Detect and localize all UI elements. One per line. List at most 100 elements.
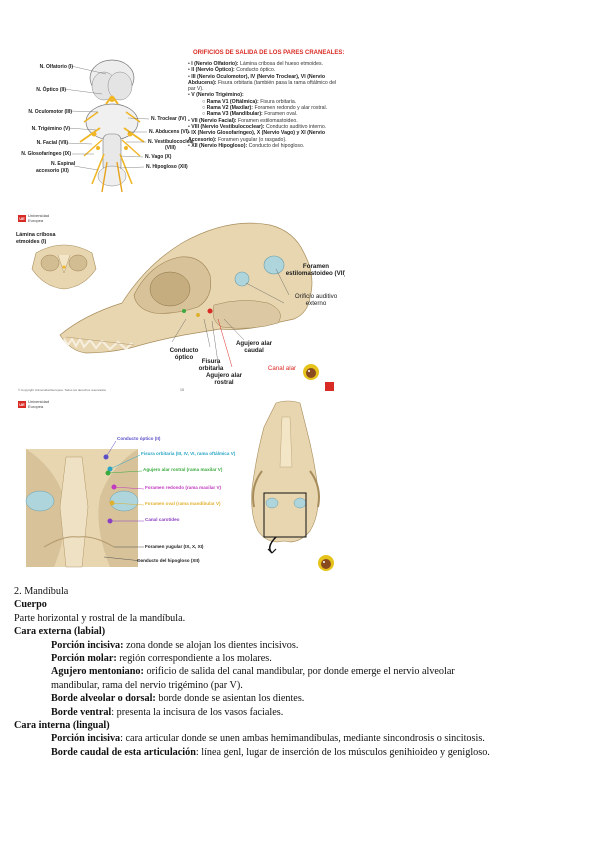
label-n-glosofaringeo: N. Glosofaríngeo (IX)	[21, 151, 71, 157]
foramen-description: Foramen estilomastoideo.	[236, 117, 298, 124]
label-orificio-auditivo: Orificio auditivo externo	[294, 293, 338, 307]
label-conducto-hipogloso: Conducto del hipogloso (XII)	[137, 558, 200, 563]
cranial-foramina-item: ○ Rama V3 (Mandibular): Foramen oval.	[188, 111, 343, 117]
definition-text: : cara articular donde se unen ambas hem…	[120, 733, 485, 745]
circle-bullet-icon: ○	[202, 111, 207, 118]
disc-bullet-icon: •	[188, 130, 192, 137]
cranial-foramina-item: • II (Nervio Óptico): Conducto óptico.	[188, 67, 343, 73]
label-fisura-orbitaria-detail: Fisura orbitaria (III, IV, VI, rama oftá…	[141, 451, 236, 456]
dog-head-icon	[303, 364, 319, 380]
nerve-name: VIII (Nervio Vestibulococlear):	[191, 123, 265, 130]
definition-term: Porción incisiva:	[51, 639, 124, 651]
cranial-foramina-item: ○ Rama V2 (Maxilar): Foramen redondo y a…	[188, 105, 343, 111]
cara-externa-list: Porción incisiva: zona donde se alojan l…	[14, 639, 589, 719]
label-agujero-alar-rostral-detail: Agujero alar rostral (rama maxilar V)	[143, 467, 223, 472]
nerve-name: III (Nervio Oculomotor), IV (Nervio Troc…	[188, 73, 326, 86]
definition-text: región correspondiente a los molares.	[116, 653, 272, 665]
foramen-description: Conducto del hipogloso.	[247, 142, 305, 149]
cranial-foramina-item: • VIII (Nervio Vestibulococlear): Conduc…	[188, 124, 343, 130]
disc-bullet-icon: •	[188, 92, 192, 99]
foramen-description: Foramen oval.	[262, 111, 298, 118]
nerve-name: V (Nervio Trigémino):	[191, 92, 244, 99]
label-n-oculomotor: N. Oculomotor (III)	[28, 109, 72, 115]
foramen-description: Fisura orbitaria (también pasa la rama o…	[188, 79, 337, 93]
label-n-optico: N. Óptico (II)	[36, 87, 66, 93]
definition-term: Borde ventral	[51, 706, 112, 718]
cranial-foramina-item: • I (Nervio Olfatorio): Lámina cribosa d…	[188, 61, 343, 67]
cara-interna-list: Porción incisiva: cara articular donde s…	[14, 732, 589, 759]
nerve-name: I (Nervio Olfatorio):	[191, 61, 239, 67]
definition-text: : presenta la incisura de los vasos faci…	[111, 706, 284, 718]
nerve-name: II (Nervio Óptico):	[191, 67, 235, 74]
nerve-name: Rama V1 (Oftálmica):	[206, 98, 259, 105]
disc-bullet-icon: •	[188, 73, 192, 80]
cranial-foramina-item: • III (Nervio Oculomotor), IV (Nervio Tr…	[188, 74, 343, 93]
figure-skull-lateral: UE Universidad Europea	[14, 207, 345, 397]
label-n-troclear: N. Troclear (IV)	[151, 116, 187, 122]
label-agujero-alar-rostral: Agujero alar rostral	[205, 372, 243, 386]
ue-logo-mark: UE	[18, 215, 26, 222]
foramen-description: Foramen redondo y alar rostral.	[253, 105, 328, 112]
label-foramen-estilomastoideo: Foramen estilomastoideo (VII)	[285, 263, 345, 277]
circle-bullet-icon: ○	[202, 98, 207, 105]
disc-bullet-icon: •	[188, 123, 192, 130]
disc-bullet-icon: •	[188, 117, 192, 124]
label-n-trigemino: N. Trigémino (V)	[31, 126, 70, 132]
definition-text: orificio de salida del canal mandibular,…	[143, 666, 455, 678]
brain-ventral-illustration	[63, 59, 150, 193]
definition-term: Borde caudal de esta articulación	[51, 746, 196, 758]
nerve-name: Rama V2 (Maxilar):	[206, 105, 253, 112]
definition-text: borde donde se asientan los dientes.	[155, 693, 305, 705]
definition-item: Borde ventral: presenta la incisura de l…	[14, 706, 589, 719]
cranial-foramina-list: • I (Nervio Olfatorio): Lámina cribosa d…	[188, 61, 343, 149]
definition-term: Porción incisiva	[51, 733, 121, 745]
nerve-name: VII (Nervio Facial):	[191, 117, 237, 124]
dog-head-icon-2	[318, 555, 334, 571]
label-agujero-alar-caudal: Agujero alar caudal	[235, 340, 273, 354]
definition-item: Porción incisiva: cara articular donde s…	[14, 732, 589, 745]
foramen-description: Lámina cribosa del hueso etmoides.	[238, 61, 324, 67]
definition-item: Porción molar: región correspondiente a …	[14, 652, 589, 665]
skull-ventral-view	[251, 400, 320, 554]
ue-logo-text: Universidad Europea	[28, 213, 50, 223]
foramen-description: Fisura orbitaria.	[258, 98, 297, 105]
page-number: 15	[180, 388, 184, 392]
label-n-espinal: N. Espinal	[51, 161, 76, 167]
cranial-foramina-item: • VII (Nervio Facial): Foramen estilomas…	[188, 118, 343, 124]
cara-interna-heading: Cara interna (lingual)	[14, 720, 110, 732]
label-conducto-optico: Conducto óptico	[169, 347, 199, 361]
circle-bullet-icon: ○	[202, 105, 207, 112]
label-n-facial: N. Facial (VII)	[36, 140, 68, 146]
cranial-foramina-item: • V (Nervio Trigémino):	[188, 92, 343, 98]
skull-ventral-illustration	[25, 400, 334, 571]
red-marker-square	[325, 382, 334, 391]
copyright-footer: © Copyright Universidad Europea. Todos l…	[18, 388, 106, 392]
foramen-description: Foramen yugular (o rasgado).	[216, 136, 287, 143]
cuerpo-description: Parte horizontal y rostral de la mandíbu…	[14, 612, 186, 624]
definition-item: Borde caudal de esta articulación: línea…	[14, 746, 589, 759]
disc-bullet-icon: •	[188, 61, 192, 67]
label-n-olfatorio: N. Olfatorio (I)	[39, 64, 73, 70]
label-fisura-orbitaria: Fisura orbitaria	[198, 358, 224, 372]
label-n-vago: N. Vago (X)	[145, 154, 172, 160]
cranial-foramina-title: ORIFICIOS DE SALIDA DE LOS PARES CRANEAL…	[193, 50, 345, 56]
label-canal-carotideo: Canal carotídeo	[145, 517, 180, 522]
definition-item: Porción incisiva: zona donde se alojan l…	[14, 639, 589, 652]
label-n-abducens: N. Abducens (VI)	[149, 129, 189, 135]
mandible-text: 2. Mandíbula Cuerpo Parte horizontal y r…	[14, 585, 589, 759]
label-n-hipogloso: N. Hipogloso (XII)	[146, 164, 188, 170]
skull-base-detail	[25, 449, 139, 568]
nerve-name: Rama V3 (Mandibular):	[206, 111, 263, 118]
definition-item: Borde alveolar o dorsal: borde donde se …	[14, 692, 589, 705]
label-foramen-oval: Foramen oval (rama mandibular V)	[145, 501, 221, 506]
label-foramen-yugular: Foramen yugular (IX, X, XI)	[145, 544, 204, 549]
ue-logo-2: UE Universidad Europea	[18, 399, 54, 409]
label-canal-alar: Canal alar	[267, 365, 297, 372]
ue-logo: UE Universidad Europea	[18, 213, 54, 223]
definition-text: zona donde se alojan los dientes incisiv…	[123, 639, 299, 651]
label-n-vestibulococlear: N. Vestibulococlear	[148, 139, 195, 145]
cranial-foramina-item: ○ Rama V1 (Oftálmica): Fisura orbitaria.	[188, 99, 343, 105]
section-heading: 2. Mandíbula	[14, 586, 69, 597]
label-n-accesorio: accesorio (XI)	[36, 168, 69, 174]
cranial-foramina-item: • IX (Nervio Glosofaríngeo), X (Nervio V…	[188, 130, 343, 143]
